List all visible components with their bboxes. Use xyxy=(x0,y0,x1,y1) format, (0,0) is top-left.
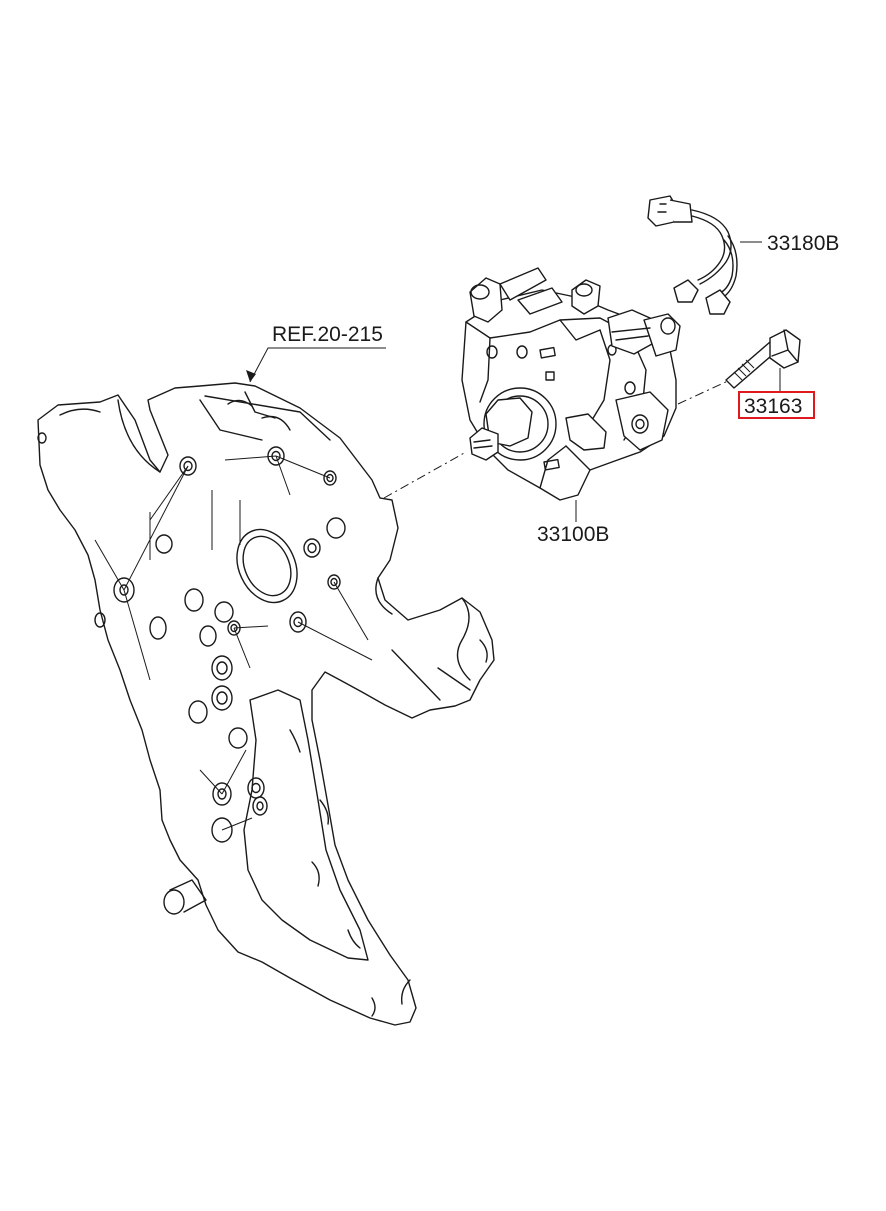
bolt-centerline xyxy=(677,379,731,405)
leader-lines xyxy=(249,241,781,522)
highlight-box xyxy=(738,391,815,419)
ref-label[interactable]: REF.20-215 xyxy=(272,323,383,346)
sensor-part-label[interactable]: 33180B xyxy=(767,232,839,255)
bolt xyxy=(725,329,801,389)
pump-part-label[interactable]: 33100B xyxy=(537,523,609,546)
pump-centerline xyxy=(383,451,467,499)
ref-arrowhead xyxy=(246,370,256,382)
fuel-pump xyxy=(461,267,681,501)
bolt-part-label[interactable]: 33163 xyxy=(744,395,802,418)
timing-cover xyxy=(37,382,495,1026)
sensor-harness xyxy=(647,195,738,315)
